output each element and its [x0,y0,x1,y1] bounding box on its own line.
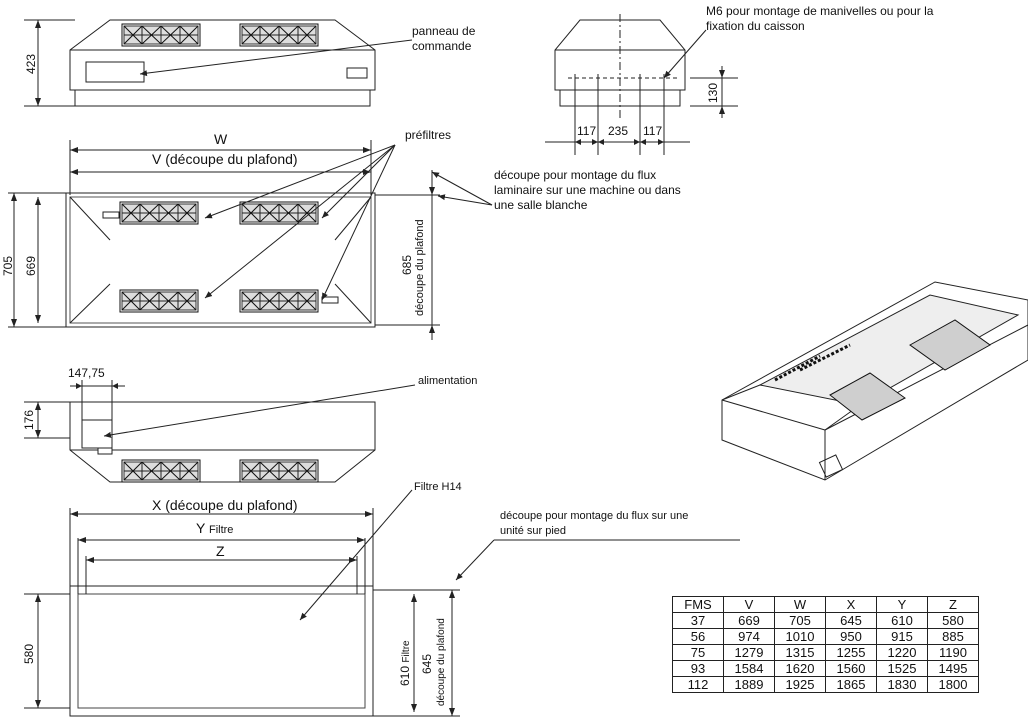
table-cell: 645 [825,612,877,629]
dim-130: 130 [706,82,720,103]
table-cell: 1800 [927,676,979,693]
plan-view [8,140,493,340]
dim-176: 176 [22,409,36,430]
table-row: 75 1279 1315 1255 1220 1190 [672,644,979,661]
table-cell: 1279 [723,644,775,661]
table-cell: 1584 [723,660,775,677]
table-cell: 580 [927,612,979,629]
callout-prefilters: préfiltres [405,128,452,142]
table-cell: 37 [672,612,724,629]
callout-filter-h14: Filtre H14 [414,481,462,493]
front-view-bottom [24,380,416,483]
dim-580: 580 [22,643,36,664]
table-cell: 1220 [876,644,928,661]
table-cell: 1560 [825,660,877,677]
isometric-view [721,281,1028,481]
table-cell: 1525 [876,660,928,677]
table-cell: 610 [876,612,928,629]
dim-v: V (découpe du plafond) [152,151,298,167]
dim-645: 645 [420,653,434,674]
dim-x: X (découpe du plafond) [152,497,298,513]
table-header: Y [876,596,928,613]
table-cell: 75 [672,644,724,661]
dim-685: 685 [400,254,414,275]
table-row: 112 1889 1925 1865 1830 1800 [672,676,979,693]
dim-y: Y Filtre [196,520,234,537]
dim-705: 705 [1,255,15,276]
dim-235: 235 [608,124,629,138]
dim-645-sub: découpe du plafond [436,618,447,706]
table-header: V [723,596,775,613]
table-cell: 950 [825,628,877,645]
table-cell: 1190 [927,644,979,661]
front-view-top [24,19,413,107]
table-cell: 1925 [774,676,826,693]
table-cell: 112 [672,676,724,693]
table-cell: 1315 [774,644,826,661]
dim-147-75: 147,75 [68,366,105,380]
dim-685-sub: découpe du plafond [414,219,426,316]
dim-669: 669 [24,255,38,276]
table-row: 56 974 1010 950 915 885 [672,628,979,645]
table-cell: 1495 [927,660,979,677]
table-header: W [774,596,826,613]
callout-m6: M6 pour montage de manivelles ou pour la… [706,4,934,33]
table-cell: 915 [876,628,928,645]
table-row: 37 669 705 645 610 580 [672,612,979,629]
dim-423: 423 [24,53,38,74]
table-cell: 885 [927,628,979,645]
table-row: 93 1584 1620 1560 1525 1495 [672,660,979,677]
table-cell: 1865 [825,676,877,693]
table-header: Z [927,596,979,613]
table-cell: 705 [774,612,826,629]
filter-view [24,489,740,717]
dim-w: W [214,131,228,147]
table-cell: 93 [672,660,724,677]
table-cell: 1830 [876,676,928,693]
side-view [545,14,738,155]
spec-table: FMS V W X Y Z 37 669 705 645 610 580 56 … [672,596,979,693]
table-cell: 1620 [774,660,826,677]
table-cell: 669 [723,612,775,629]
table-header-row: FMS V W X Y Z [672,596,979,613]
callout-power-supply: alimentation [418,375,478,387]
dim-610: 610 Filtre [398,640,412,686]
dim-117-left: 117 [577,124,597,138]
table-cell: 974 [723,628,775,645]
dim-117-right: 117 [643,124,663,138]
dim-z: Z [216,543,225,559]
table-cell: 56 [672,628,724,645]
table-header: X [825,596,877,613]
table-cell: 1010 [774,628,826,645]
table-header: FMS [672,596,724,613]
table-cell: 1255 [825,644,877,661]
table-cell: 1889 [723,676,775,693]
